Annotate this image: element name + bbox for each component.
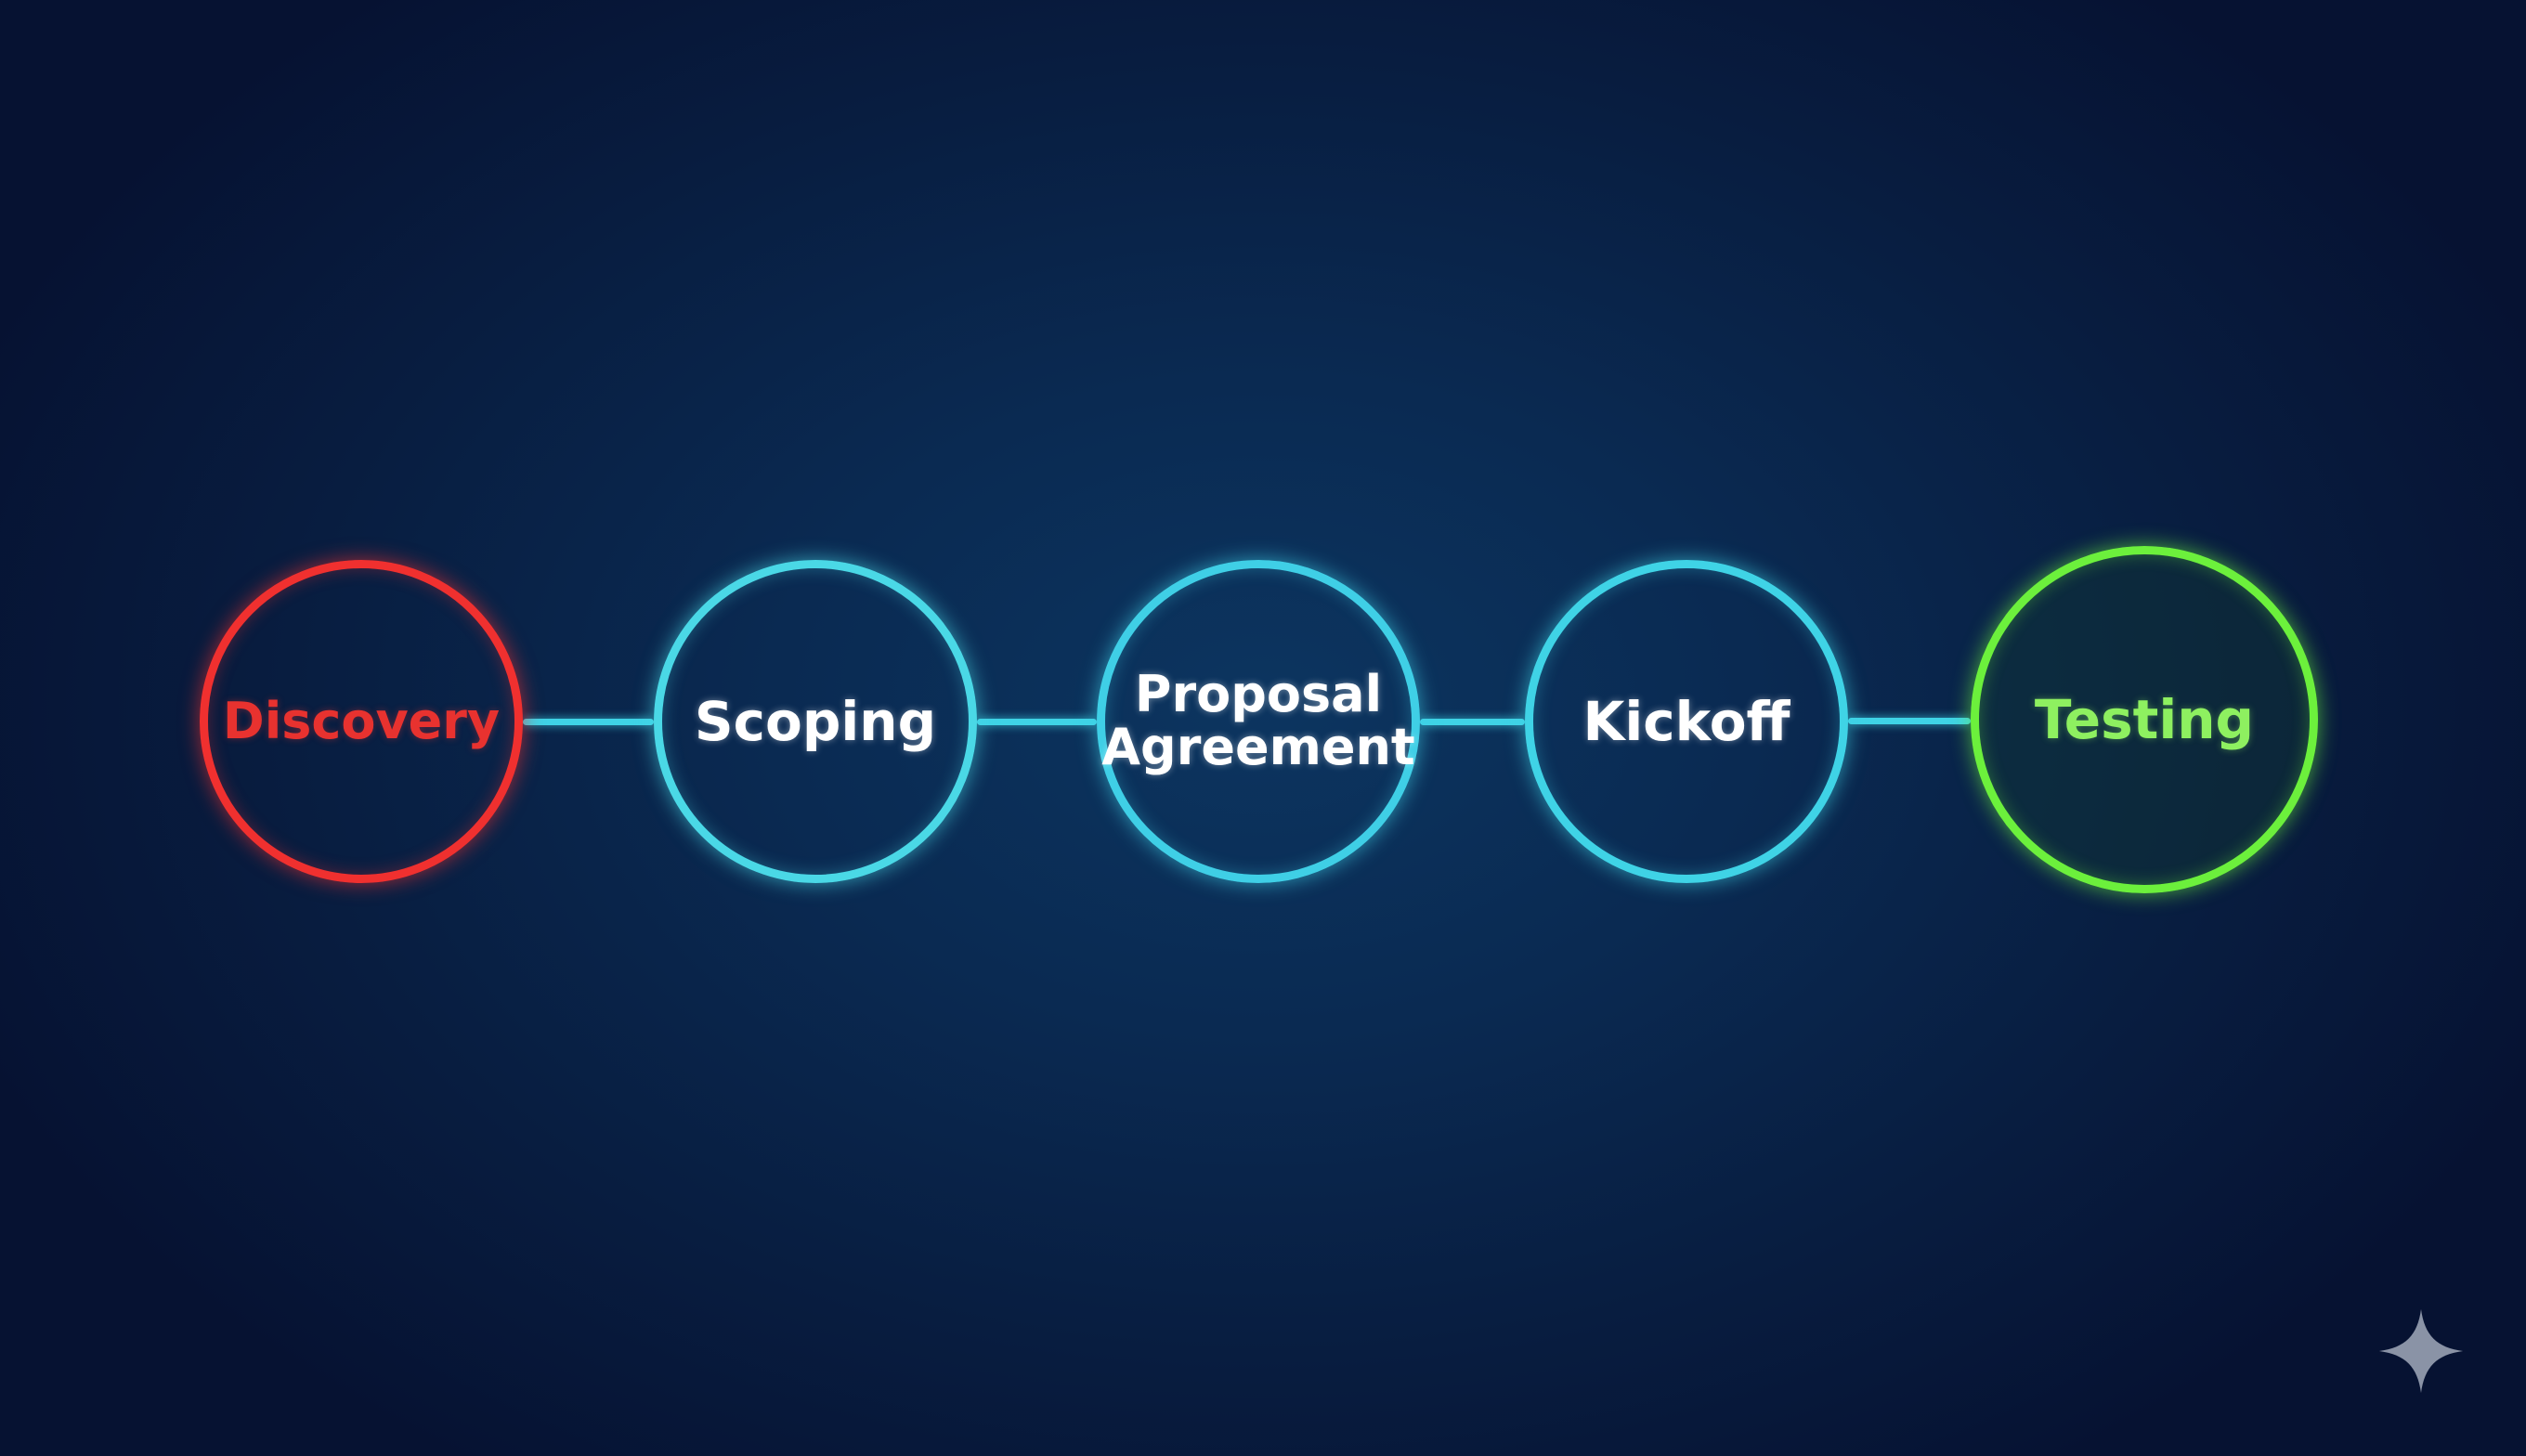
node-discovery: Discovery bbox=[200, 560, 523, 883]
node-proposal-agreement: Proposal Agreement bbox=[1097, 560, 1420, 883]
connector-line bbox=[977, 719, 1097, 725]
node-label: Testing bbox=[2034, 687, 2255, 751]
sparkle-icon bbox=[2378, 1308, 2464, 1394]
node-label: Kickoff bbox=[1582, 689, 1790, 753]
node-label: Proposal Agreement bbox=[1101, 665, 1415, 776]
connector-line bbox=[1848, 718, 1971, 724]
node-scoping: Scoping bbox=[654, 560, 977, 883]
connector-line bbox=[1420, 719, 1525, 725]
connector-line bbox=[523, 719, 654, 725]
node-testing: Testing bbox=[1971, 546, 2318, 893]
node-label: Scoping bbox=[694, 689, 937, 753]
node-label: Discovery bbox=[222, 691, 501, 750]
node-kickoff: Kickoff bbox=[1525, 560, 1848, 883]
